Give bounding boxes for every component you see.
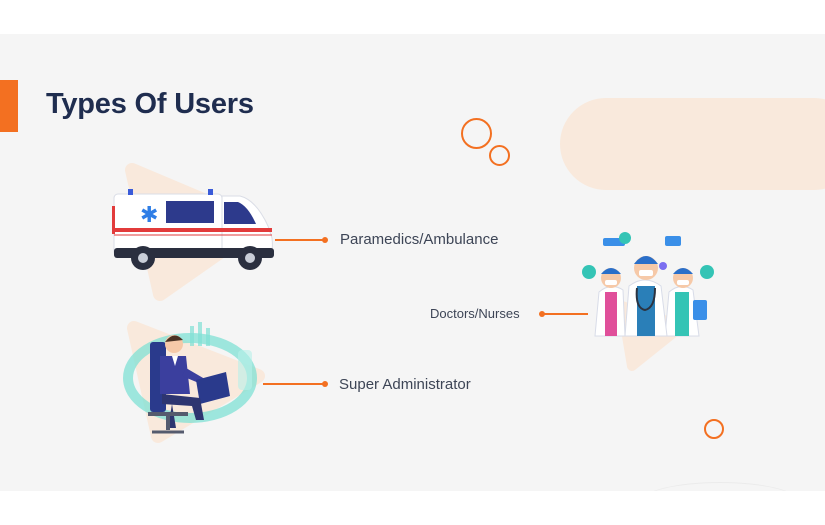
page-title: Types Of Users (46, 88, 254, 120)
ambulance-icon: ✱ (112, 189, 274, 270)
super-administrator-icon (123, 322, 257, 434)
svg-text:✱: ✱ (140, 203, 158, 228)
decorative-ring (704, 419, 724, 439)
accent-bar (0, 80, 18, 132)
connector-line (542, 313, 588, 315)
slide: Types Of Users ✱ Paramedics/Ambulance (0, 34, 825, 491)
connector-line (275, 239, 325, 241)
connector-line (263, 383, 325, 385)
label-super-administrator: Super Administrator (339, 376, 471, 393)
connector-dot (322, 237, 328, 243)
label-doctors-nurses: Doctors/Nurses (430, 306, 520, 321)
connector-dot (322, 381, 328, 387)
decorative-arc (640, 482, 800, 491)
decorative-ring (489, 145, 510, 166)
label-paramedics-ambulance: Paramedics/Ambulance (340, 231, 499, 248)
doctors-nurses-icon (582, 232, 714, 337)
decorative-pill (560, 98, 825, 190)
decorative-ring (461, 118, 492, 149)
